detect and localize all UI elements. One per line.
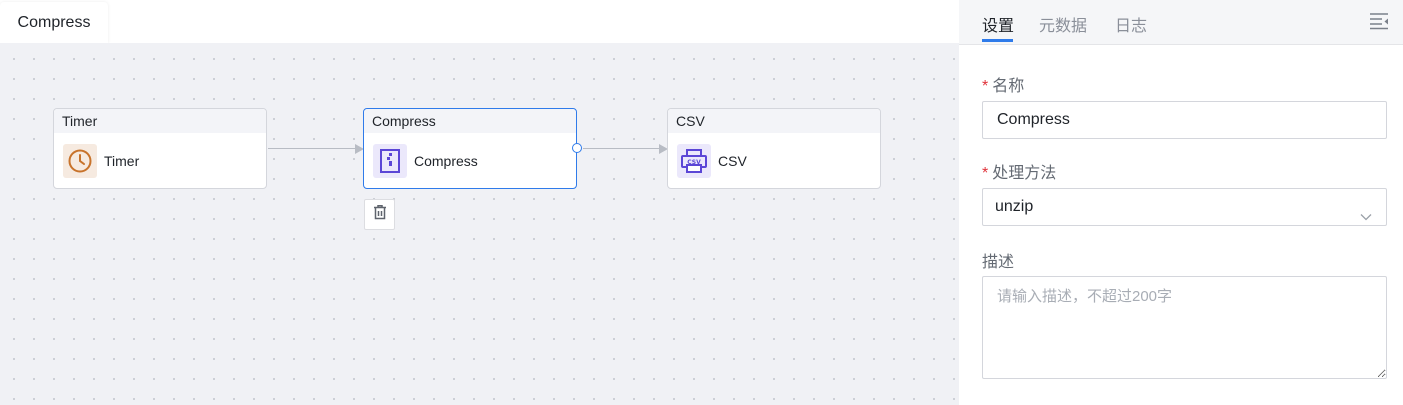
required-marker: *: [982, 78, 989, 95]
edge-arrow: [659, 144, 668, 154]
node-header: CSV: [668, 109, 880, 133]
node-header: Timer: [54, 109, 266, 133]
tab-settings[interactable]: 设置: [982, 18, 1015, 35]
delete-node-button[interactable]: [364, 199, 395, 230]
flow-edge: [268, 148, 356, 149]
trash-icon: [372, 204, 388, 225]
tab-logs[interactable]: 日志: [1115, 18, 1148, 35]
method-select[interactable]: unzip: [982, 188, 1387, 226]
flow-node-csv[interactable]: CSV CSV CSV: [667, 108, 881, 189]
flow-node-timer[interactable]: Timer Timer: [53, 108, 267, 189]
node-header: Compress: [364, 109, 576, 133]
chevron-down-icon: [1360, 201, 1372, 221]
canvas-tab-compress[interactable]: Compress: [0, 2, 108, 43]
node-label: Compress: [414, 153, 478, 169]
panel-tab-bar: 设置 元数据 日志: [959, 0, 1403, 45]
node-settings-panel: 设置 元数据 日志 *名称 Compress *处理方法 unzip 描述: [959, 0, 1403, 405]
flow-edge: [583, 148, 660, 149]
method-label-text: 处理方法: [992, 165, 1057, 182]
csv-printer-icon: CSV: [677, 144, 711, 178]
node-label: Timer: [104, 153, 140, 169]
clock-icon: [63, 144, 97, 178]
name-field-label: *名称: [982, 72, 1024, 96]
edge-arrow: [355, 144, 364, 154]
description-textarea[interactable]: [982, 276, 1387, 379]
csv-icon-text: CSV: [687, 159, 701, 166]
active-tab-indicator: [982, 39, 1013, 42]
description-field-label: 描述: [982, 254, 1015, 271]
method-select-value: unzip: [995, 198, 1034, 215]
tab-metadata[interactable]: 元数据: [1039, 18, 1088, 35]
archive-file-icon: [373, 144, 407, 178]
flow-canvas-area: Compress Timer Timer Compress: [0, 0, 959, 405]
output-port[interactable]: [572, 143, 582, 153]
flow-canvas-grid[interactable]: [0, 43, 959, 405]
canvas-tab-strip: Compress: [0, 0, 959, 43]
name-label-text: 名称: [992, 78, 1025, 95]
collapse-panel-icon[interactable]: [1369, 12, 1389, 30]
name-input[interactable]: Compress: [982, 101, 1387, 139]
required-marker: *: [982, 165, 989, 182]
node-label: CSV: [718, 153, 747, 169]
flow-node-compress[interactable]: Compress Compress: [363, 108, 582, 189]
method-field-label: *处理方法: [982, 159, 1056, 183]
